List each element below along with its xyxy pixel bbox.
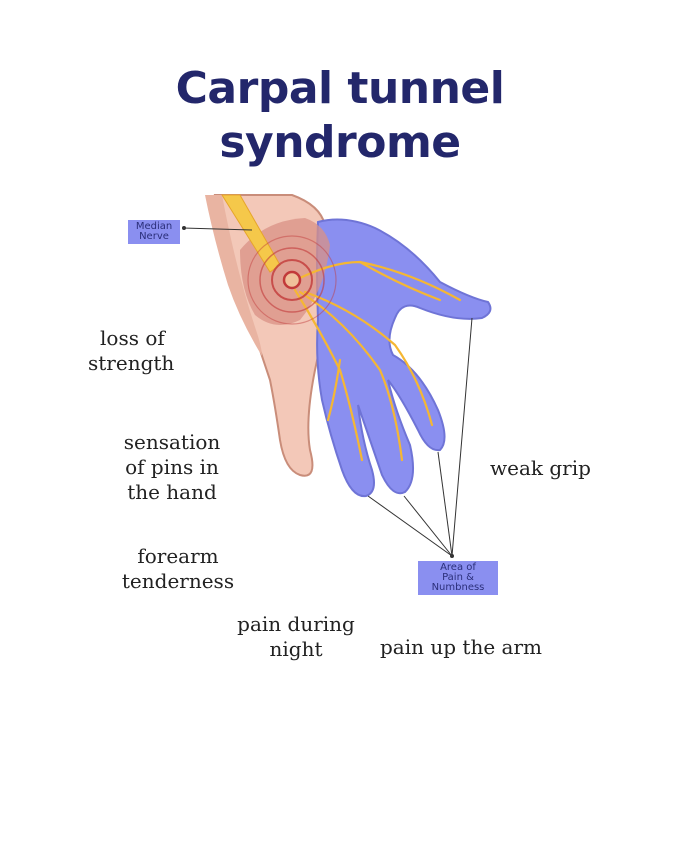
symptom-line: strength <box>88 351 175 375</box>
symptom-line: tenderness <box>121 569 235 593</box>
symptom-forearm-tenderness: forearm tenderness <box>114 544 242 594</box>
area-label-line-1: Area of <box>440 562 476 573</box>
median-nerve-label-line-2: Nerve <box>139 231 169 242</box>
symptom-line: night <box>269 637 323 661</box>
symptom-line: loss of <box>100 326 165 350</box>
median-nerve-label: Median Nerve <box>128 220 180 244</box>
area-label-line-3: Numbness <box>431 582 485 593</box>
page-title: Carpal tunnel syndrome <box>0 62 680 170</box>
title-line-1: Carpal tunnel <box>175 63 505 114</box>
title-line-2: syndrome <box>219 117 461 168</box>
numbness-pointer-dot <box>450 554 454 558</box>
symptom-line: weak grip <box>490 456 591 480</box>
carpal-tunnel-target <box>247 235 337 325</box>
symptom-line: forearm <box>137 544 219 568</box>
symptom-loss-of-strength: loss of strength <box>88 326 174 376</box>
median-nerve-leader-dot <box>182 226 186 230</box>
symptom-line: pain during <box>237 612 355 636</box>
symptom-line: of pins in <box>125 455 219 479</box>
numbness-pointer-lines <box>367 317 473 557</box>
symptom-line: the hand <box>127 480 217 504</box>
nerve-branches <box>290 260 462 462</box>
numb-area <box>316 218 492 498</box>
symptom-pins-in-hand: sensation of pins in the hand <box>112 430 232 505</box>
area-label-line-2: Pain & <box>442 572 474 583</box>
symptom-line: pain up the arm <box>380 635 542 659</box>
median-nerve-label-line-1: Median <box>135 221 173 232</box>
symptom-pain-up-the-arm: pain up the arm <box>380 635 542 660</box>
symptom-weak-grip: weak grip <box>490 456 591 481</box>
symptom-line: sensation <box>123 430 221 454</box>
wrist-skin <box>205 195 262 356</box>
median-nerve-leader <box>182 227 253 231</box>
symptom-pain-during-night: pain during night <box>228 612 364 662</box>
area-of-pain-label: Area of Pain & Numbness <box>418 561 498 595</box>
